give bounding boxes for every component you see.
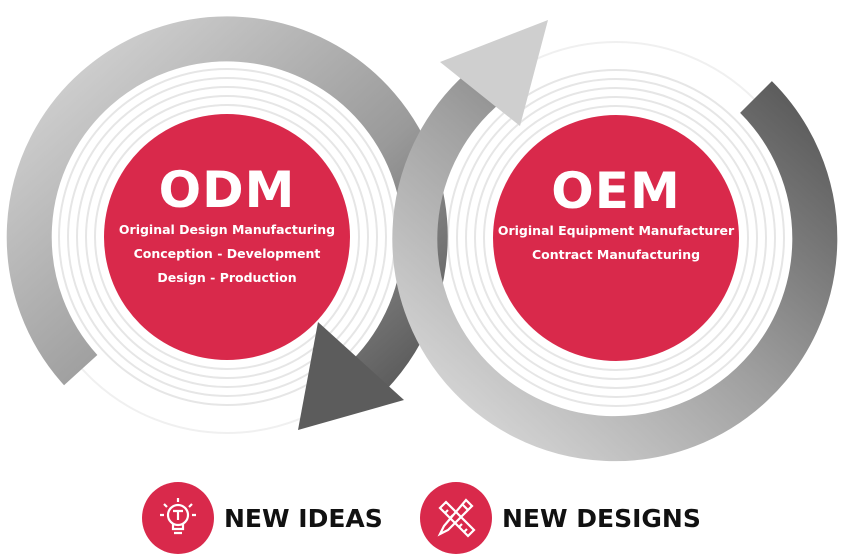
odm-title: ODM [158,161,296,219]
oem-circle: OEM Original Equipment Manufacturer Cont… [493,115,739,361]
oem-cycle-arrow [392,66,838,462]
new-designs-label: NEW DESIGNS [502,503,701,533]
pencil-ruler-icon [420,482,492,554]
odm-arrowhead [298,322,404,430]
odm-line: Original Design Manufacturing [118,222,336,237]
oem-arrowhead [440,20,548,126]
lightbulb-icon [142,482,214,554]
odm-line: Conception - Development [133,246,321,261]
new-designs-item: NEW DESIGNS [420,482,701,554]
oem-line: Original Equipment Manufacturer [497,223,735,238]
odm-circle: ODM Original Design Manufacturing Concep… [104,114,350,360]
thin-rings-left [30,40,424,434]
new-ideas-label: NEW IDEAS [224,503,383,533]
oem-title: OEM [551,162,681,220]
new-ideas-item: NEW IDEAS [142,482,383,554]
odm-line: Design - Production [157,270,297,285]
oem-line: Contract Manufacturing [531,247,701,262]
